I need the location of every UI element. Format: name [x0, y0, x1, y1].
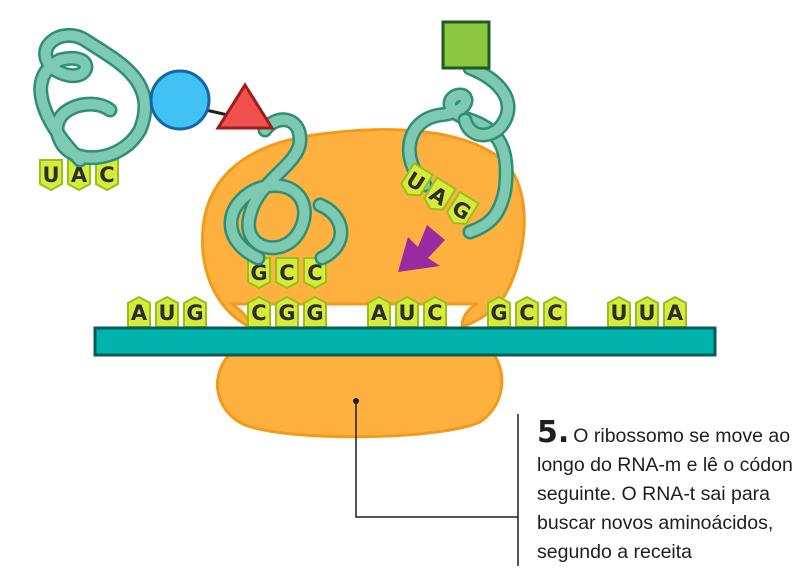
step-caption: 5.O ribossomo se move ao longo do RNA-m …	[537, 418, 799, 567]
mrna-nucleotide: U	[155, 295, 179, 328]
nucleotide-letter: A	[131, 301, 148, 325]
trna-nucleotide: C	[275, 257, 299, 290]
incoming-trna	[402, 60, 516, 240]
nucleotide-letter: G	[250, 261, 267, 285]
mrna-nucleotide: A	[127, 295, 151, 328]
nucleotide-letter: C	[99, 163, 114, 187]
pointer-line	[355, 401, 518, 518]
bound-trna	[223, 112, 349, 266]
mrna-nucleotide: U	[395, 295, 419, 328]
trna-nucleotide: G	[247, 257, 271, 290]
trna-nucleotide: C	[95, 159, 119, 192]
mrna-nucleotide: G	[275, 295, 299, 328]
trna-nucleotide: G	[446, 190, 480, 225]
mrna-nucleotide: C	[543, 295, 567, 328]
nucleotide-letter: U	[398, 301, 415, 325]
mrna-nucleotide: A	[663, 295, 687, 328]
mrna-nucleotide: U	[635, 295, 659, 328]
nucleotide-letter: C	[427, 301, 442, 325]
trna-nucleotide: A	[67, 159, 91, 192]
movement-arrow	[398, 225, 445, 272]
mrna-nucleotide: G	[183, 295, 207, 328]
nucleotide-letter: U	[42, 163, 59, 187]
mrna-nucleotide: U	[607, 295, 631, 328]
amino-acid-circle	[149, 69, 211, 131]
nucleotide-letter: G	[278, 301, 295, 325]
nucleotide-letter: A	[371, 301, 388, 325]
ribosome-small-subunit	[216, 350, 504, 439]
nucleotide-letter: A	[667, 301, 684, 325]
nucleotide-letter: C	[251, 301, 266, 325]
nucleotide-letter: A	[71, 163, 88, 187]
nucleotide-letter: G	[490, 301, 507, 325]
mrna-nucleotide: C	[423, 295, 447, 328]
nucleotide-letter: U	[158, 301, 175, 325]
nucleotide-letter: C	[519, 301, 534, 325]
mrna-nucleotide: A	[367, 295, 391, 328]
step-number: 5.	[537, 415, 570, 450]
step-text: O ribossomo se move ao longo do RNA-m e …	[537, 425, 793, 563]
amino-acid-triangle	[215, 82, 275, 130]
nucleotide-letter: C	[547, 301, 562, 325]
mrna-nucleotide: G	[303, 295, 327, 328]
nucleotide-letter: C	[307, 261, 322, 285]
nucleotide-letter: U	[638, 301, 655, 325]
trna-nucleotide: U	[39, 159, 63, 192]
mrna-nucleotide: C	[515, 295, 539, 328]
nucleotide-letter: U	[610, 301, 627, 325]
amino-acid-square	[441, 20, 491, 70]
nucleotide-letter: C	[279, 261, 294, 285]
mrna-nucleotide: G	[487, 295, 511, 328]
mrna-nucleotide: C	[247, 295, 271, 328]
trna-nucleotide: A	[423, 176, 458, 211]
nucleotide-letter: G	[306, 301, 323, 325]
mrna-strand	[93, 326, 717, 357]
nucleotide-letter: G	[186, 301, 203, 325]
trna-nucleotide: C	[303, 257, 327, 290]
leaving-trna	[33, 28, 153, 168]
